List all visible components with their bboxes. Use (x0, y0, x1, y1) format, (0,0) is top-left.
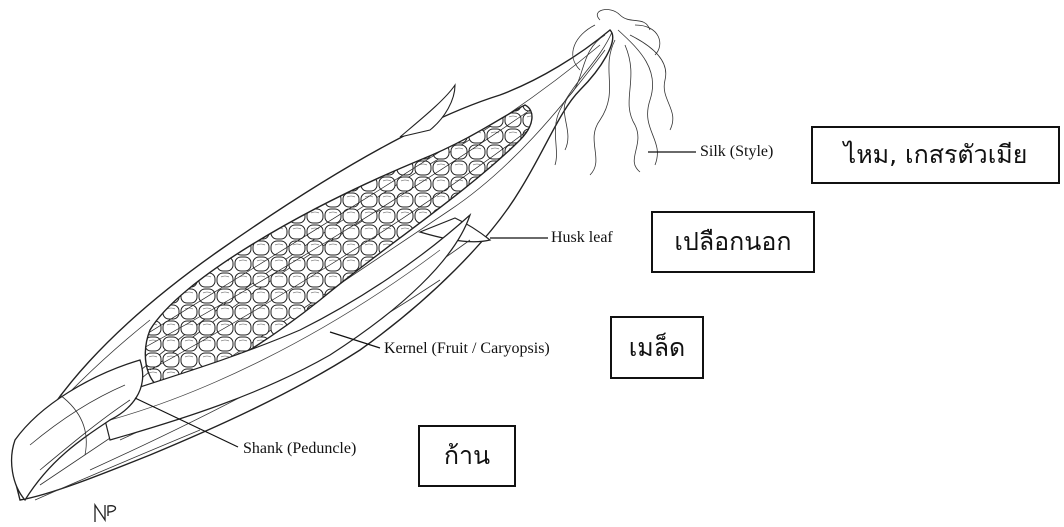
shank-label: Shank (Peduncle) (243, 441, 356, 457)
shank-translation: ก้าน (444, 436, 490, 476)
silk-translation: ไหม, เกสรตัวเมีย (844, 135, 1028, 175)
silk-label: Silk (Style) (700, 144, 773, 160)
silk-translation-box: ไหม, เกสรตัวเมีย (811, 126, 1060, 184)
shank-translation-box: ก้าน (418, 425, 516, 487)
kernel-translation-box: เมล็ด (610, 316, 704, 379)
husk-leaf-label: Husk leaf (551, 230, 613, 246)
signature-mark (95, 505, 116, 522)
husk-translation: เปลือกนอก (674, 222, 791, 262)
kernel-label: Kernel (Fruit / Caryopsis) (384, 341, 550, 357)
husk-translation-box: เปลือกนอก (651, 211, 815, 273)
silk-strands (555, 10, 673, 175)
kernel-translation: เมล็ด (629, 328, 686, 368)
